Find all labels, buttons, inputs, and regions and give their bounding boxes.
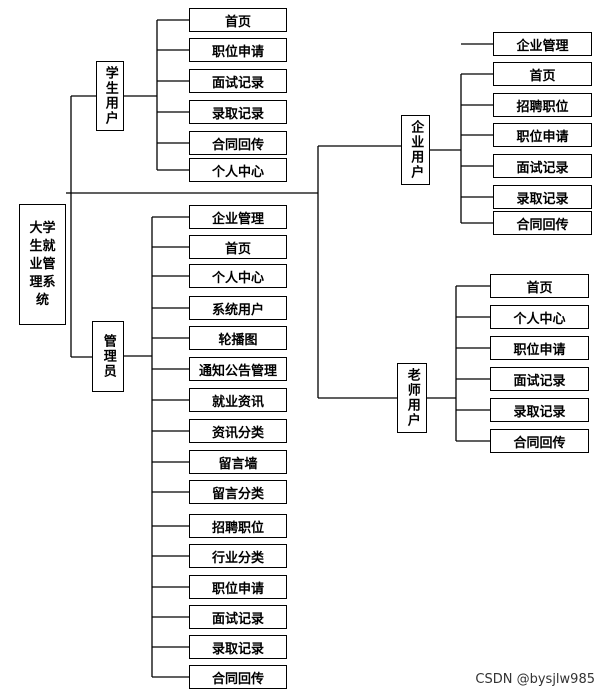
group-student: 学生用户 bbox=[96, 61, 124, 131]
root-label-line: 理系 bbox=[29, 274, 56, 290]
admin-item: 个人中心 bbox=[189, 264, 287, 288]
admin-item: 留言分类 bbox=[189, 480, 287, 504]
admin-item: 招聘职位 bbox=[189, 514, 287, 538]
admin-item: 留言墙 bbox=[189, 450, 287, 474]
admin-item: 资讯分类 bbox=[189, 419, 287, 443]
student-item: 面试记录 bbox=[189, 69, 287, 93]
admin-item: 职位申请 bbox=[189, 575, 287, 599]
admin-item: 企业管理 bbox=[189, 205, 287, 229]
root-label-line: 生就 bbox=[29, 238, 56, 254]
teacher-item: 面试记录 bbox=[490, 367, 589, 391]
admin-item: 轮播图 bbox=[189, 326, 287, 350]
student-item: 首页 bbox=[189, 8, 287, 32]
student-item: 合同回传 bbox=[189, 131, 287, 155]
admin-item: 行业分类 bbox=[189, 544, 287, 568]
teacher-item: 首页 bbox=[490, 274, 589, 298]
company-item: 职位申请 bbox=[493, 123, 592, 147]
company-item: 录取记录 bbox=[493, 185, 592, 209]
admin-item: 通知公告管理 bbox=[189, 357, 287, 381]
company-item: 首页 bbox=[493, 62, 592, 86]
student-item: 职位申请 bbox=[189, 38, 287, 62]
teacher-item: 合同回传 bbox=[490, 429, 589, 453]
root-label-line: 业管 bbox=[29, 256, 56, 272]
group-company: 企业用户 bbox=[401, 115, 430, 185]
company-item: 企业管理 bbox=[493, 32, 592, 56]
root-node: 大学 生就 业管 理系 统 bbox=[19, 204, 66, 325]
group-admin: 管理员 bbox=[92, 321, 124, 392]
company-item: 合同回传 bbox=[493, 211, 592, 235]
root-label-line: 大学 bbox=[29, 220, 56, 236]
admin-item: 首页 bbox=[189, 235, 287, 259]
student-item: 录取记录 bbox=[189, 100, 287, 124]
admin-item: 系统用户 bbox=[189, 296, 287, 320]
company-item: 面试记录 bbox=[493, 154, 592, 178]
teacher-item: 职位申请 bbox=[490, 336, 589, 360]
admin-item: 录取记录 bbox=[189, 635, 287, 659]
admin-item: 合同回传 bbox=[189, 665, 287, 689]
admin-item: 就业资讯 bbox=[189, 388, 287, 412]
root-label-line: 统 bbox=[35, 292, 49, 308]
watermark: CSDN @bysjlw985 bbox=[475, 672, 595, 687]
student-item: 个人中心 bbox=[189, 158, 287, 182]
group-teacher: 老师用户 bbox=[397, 363, 427, 433]
company-item: 招聘职位 bbox=[493, 93, 592, 117]
teacher-item: 录取记录 bbox=[490, 398, 589, 422]
admin-item: 面试记录 bbox=[189, 605, 287, 629]
teacher-item: 个人中心 bbox=[490, 305, 589, 329]
